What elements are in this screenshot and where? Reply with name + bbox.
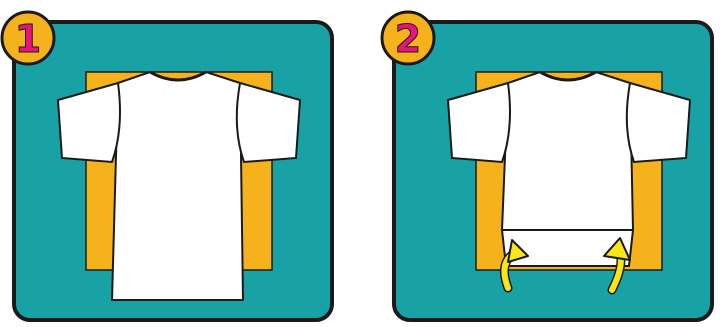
step-2-panel: 2 [380,0,720,327]
step-number-2: 2 [395,17,421,61]
step-number-1: 1 [15,17,41,61]
step-1-panel: 1 [0,0,340,327]
